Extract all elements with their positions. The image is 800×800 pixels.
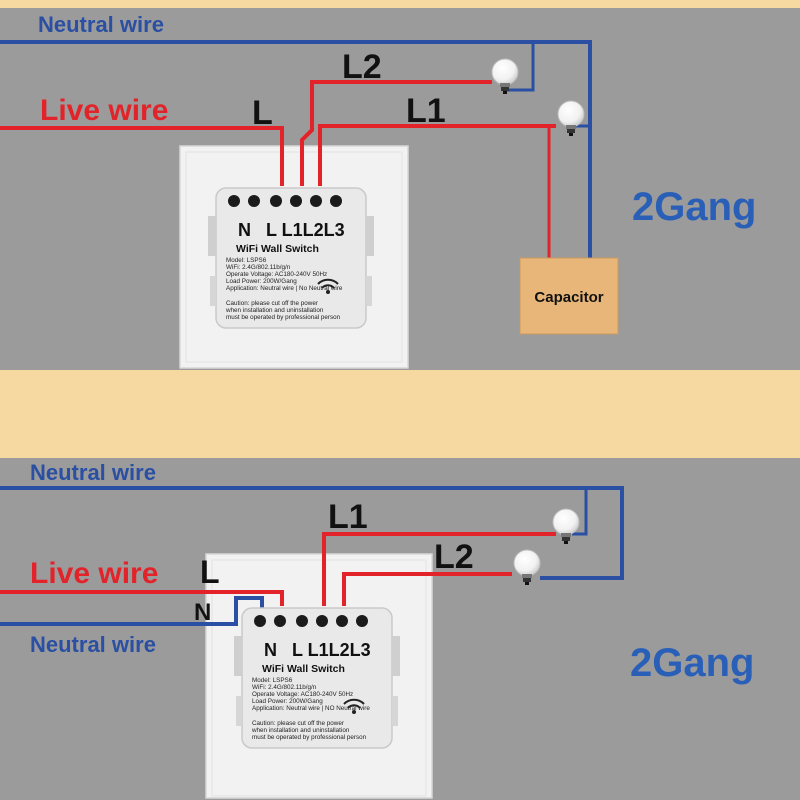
top-L-label: L — [252, 94, 273, 132]
top-caution-3: must be operated by professional person — [226, 314, 341, 321]
bottom-L-label: L — [200, 554, 220, 590]
top-caution-1: Caution: please cut off the power — [226, 300, 318, 307]
bottom-spec-2: WiFi: 2.4G/802.11b/g/n — [252, 684, 317, 691]
bottom-spec-3: Operate Voltage: AC180-240V 50Hz — [252, 691, 353, 698]
bottom-spec-1: Model: LSPS6 — [252, 677, 293, 684]
top-terminal-labels: N L L1L2L3 — [238, 220, 345, 240]
capacitor-box — [519, 257, 619, 335]
bottom-spec-5: Application: Neutral wire | NO Neutral w… — [252, 705, 370, 712]
bottom-caution-2: when installation and uninstallation — [251, 727, 350, 734]
top-gang-label: 2Gang — [632, 185, 756, 229]
bottom-switch-title: WiFi Wall Switch — [262, 663, 345, 675]
top-spec-1: Model: LSPS6 — [226, 257, 267, 264]
top-l2-wire — [300, 80, 492, 186]
bottom-live-label: Live wire — [30, 557, 158, 590]
bottom-neutral-wire-2 — [0, 596, 264, 626]
top-neutral-wire — [0, 40, 592, 258]
bottom-L2-label: L2 — [434, 538, 474, 576]
bottom-neutral-wire — [0, 486, 624, 580]
top-spec-2: WiFi: 2.4G/802.11b/g/n — [226, 264, 291, 271]
bottom-L1-label: L1 — [328, 498, 368, 536]
top-switch-title: WiFi Wall Switch — [236, 243, 319, 255]
bottom-l2-wire — [342, 572, 512, 606]
top-live-label: Live wire — [40, 94, 168, 127]
bottom-gang-label: 2Gang — [630, 641, 754, 685]
bottom-l1-wire — [322, 532, 556, 606]
top-spec-5: Application: Neutral wire | No Neutral w… — [226, 285, 343, 292]
bottom-neutral-label-2: Neutral wire — [30, 632, 156, 657]
top-L1-label: L1 — [406, 92, 446, 130]
bottom-caution-3: must be operated by professional person — [252, 734, 367, 741]
top-l1-wire — [318, 124, 556, 186]
bottom-live-wire — [0, 590, 284, 606]
top-live-wire — [0, 126, 284, 186]
bottom-spec-4: Load Power: 200W/Gang — [252, 698, 323, 705]
bottom-neutral-label: Neutral wire — [30, 460, 156, 485]
top-neutral-label: Neutral wire — [38, 12, 164, 37]
capacitor-label: Capacitor — [534, 289, 603, 306]
bottom-caution-1: Caution: please cut off the power — [252, 720, 344, 727]
top-spec-3: Operate Voltage: AC180-240V 50Hz — [226, 271, 327, 278]
bottom-terminal-labels: N L L1L2L3 — [264, 640, 371, 660]
bottom-N-label: N — [194, 599, 211, 626]
top-spec-4: Load Power: 200W/Gang — [226, 278, 297, 285]
top-L2-label: L2 — [342, 48, 382, 86]
top-caution-2: when installation and uninstallation — [225, 307, 324, 314]
